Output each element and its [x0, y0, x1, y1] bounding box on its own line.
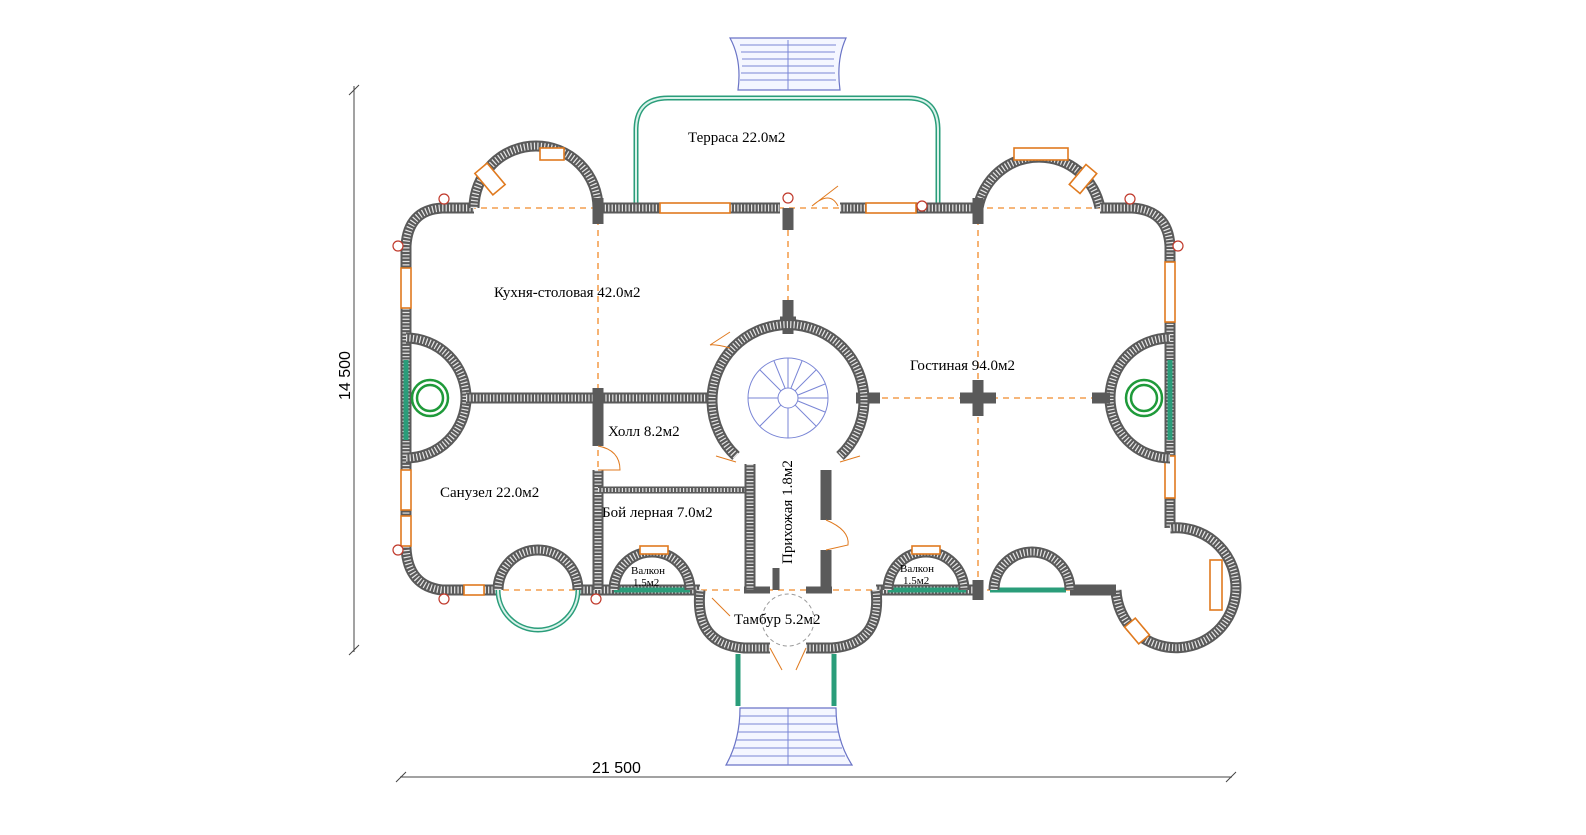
glass-strips	[403, 360, 1173, 706]
width-dimension: 21 500	[592, 760, 641, 777]
bottom-right-round	[988, 546, 1076, 591]
vestibule-label: Тамбур 5.2м2	[734, 612, 821, 628]
balcony-left-name: Валкон	[631, 565, 665, 577]
columns	[392, 192, 1184, 605]
left-bay	[405, 332, 472, 464]
entrance-stairs	[724, 707, 854, 766]
boiler-label: Бой лерная 7.0м2	[602, 505, 713, 521]
dimension-lines	[348, 84, 1237, 783]
terrace-label: Терраса 22.0м2	[688, 130, 785, 146]
central-stair-hall	[706, 319, 870, 461]
spiral-stair	[747, 357, 829, 439]
room-labels: Терраса 22.0м2 Кухня-столовая 42.0м2 Гос…	[440, 130, 1015, 628]
right-bay	[1104, 332, 1171, 464]
balcony-left-wall	[608, 545, 696, 591]
interior-walls	[466, 198, 1110, 600]
balcony-right-wall	[882, 545, 970, 591]
living-label: Гостиная 94.0м2	[910, 358, 1015, 374]
hall-label: Холл 8.2м2	[608, 424, 680, 440]
height-dimension: 14 500	[337, 351, 354, 400]
terrace-glass-wall	[633, 95, 941, 208]
balcony-right-name: Валкон	[900, 563, 934, 575]
terrace-stairs	[728, 37, 847, 91]
entry-label: Прихожая 1.8м2	[780, 460, 796, 564]
kitchen-label: Кухня-столовая 42.0м2	[494, 285, 641, 301]
balcony-right-area: 1.5м2	[903, 575, 929, 587]
dimension-labels: 21 500 14 500	[337, 351, 641, 777]
bathroom-label: Санузел 22.0м2	[440, 485, 539, 501]
windows	[400, 147, 1223, 646]
bottom-left-round	[492, 544, 584, 633]
door-swings	[597, 185, 861, 671]
balcony-left-area: 1.5м2	[633, 577, 659, 589]
